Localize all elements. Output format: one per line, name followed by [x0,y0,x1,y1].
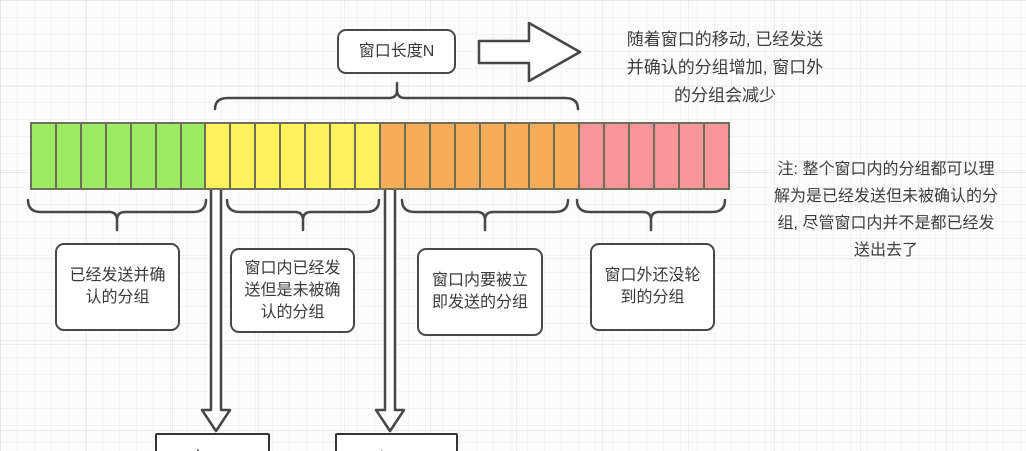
packet-bar [30,122,730,190]
packet-cell-sent-unacked [231,124,257,188]
window-span-brace [213,81,580,111]
to-send-brace [400,198,570,232]
packet-cell-outside-window [679,124,705,188]
packet-cell-sent-acked [181,124,207,188]
packet-cell-usable-to-send [480,124,506,188]
outside-label-box: 窗口外还没轮 到的分组 [590,243,715,331]
sent-unacked-label-box: 窗口内已经发 送但是未被确 认的分组 [230,248,355,333]
packet-cell-sent-unacked [256,124,282,188]
packet-cell-sent-unacked [306,124,332,188]
window-length-label: 窗口长度N [358,42,435,60]
outside-label: 窗口外还没轮 到的分组 [604,267,701,306]
window-moving-note: 随着窗口的移动, 已经发送 并确认的分组增加, 窗口外 的分组会减少 [626,30,824,105]
packet-cell-outside-window [580,124,606,188]
packet-cell-sent-acked [81,124,107,188]
acked-label: 已经发送并确 认的分组 [69,267,166,306]
sent-unacked-label: 窗口内已经发 送但是未被确 认的分组 [244,259,341,321]
to-send-label-box: 窗口内要被立 即发送的分组 [417,248,543,336]
packet-cell-sent-unacked [331,124,356,188]
packet-cell-sent-acked [131,124,157,188]
packet-cell-outside-window [630,124,656,188]
packet-cell-usable-to-send [505,124,531,188]
packet-cell-sent-unacked [355,124,381,188]
side-note: 注: 整个窗口内的分组都可以理 解为是已经发送但未被确认的分 组, 尽管窗口内并… [773,161,998,259]
packet-cell-usable-to-send [455,124,481,188]
packet-cell-usable-to-send [530,124,556,188]
base-pointer-arrow-icon [200,190,232,433]
packet-cell-outside-window [704,124,728,188]
packet-cell-sent-unacked [206,124,232,188]
acked-label-box: 已经发送并确 认的分组 [55,243,180,331]
packet-cell-sent-acked [106,124,132,188]
nextseqnum-label: nextseqnum [356,447,438,451]
packet-cell-sent-acked [56,124,82,188]
packet-cell-usable-to-send [430,124,456,188]
packet-cell-sent-acked [32,124,57,188]
to-send-label: 窗口内要被立 即发送的分组 [431,272,528,311]
packet-cell-usable-to-send [380,124,406,188]
packet-cell-sent-acked [156,124,182,188]
nextseqnum-pointer-arrow-icon [374,190,406,433]
packet-cell-usable-to-send [555,124,581,188]
packet-cell-usable-to-send [405,124,431,188]
nextseqnum-box: nextseqnum [335,433,458,451]
acked-brace [26,198,208,232]
packet-cell-outside-window [605,124,631,188]
base-box: base [155,433,270,451]
packet-cell-sent-unacked [281,124,307,188]
sent-unacked-brace [225,198,381,232]
window-length-box: 窗口长度N [337,29,456,74]
base-label: base [196,447,229,451]
outside-brace [575,198,727,232]
right-block-arrow-icon [477,21,582,83]
packet-cell-outside-window [655,124,680,188]
